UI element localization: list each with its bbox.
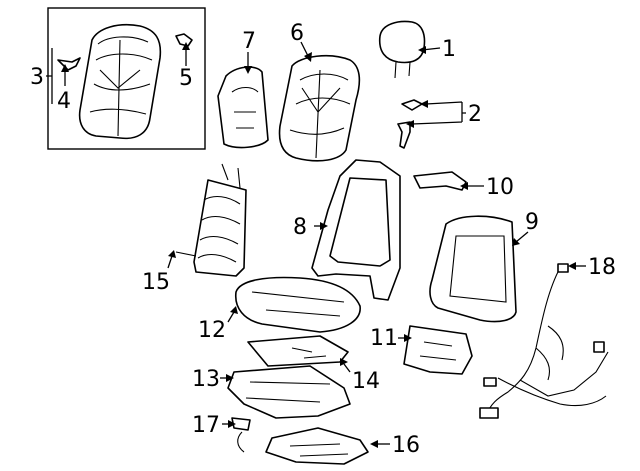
callout-13: 13	[192, 367, 220, 392]
callout-14: 14	[352, 369, 380, 394]
part-1-headrest	[378, 20, 426, 79]
callout-7: 7	[242, 29, 256, 54]
callout-5: 5	[179, 66, 193, 91]
callout-1: 1	[442, 37, 456, 62]
callout-3: 3	[30, 65, 44, 90]
part-14-pan	[247, 335, 349, 367]
callout-labels: 1 2 3 4 5 6 7 8 9 10 11 12 13 14 15 16 1…	[30, 21, 616, 458]
callout-15: 15	[142, 270, 170, 295]
part-17-clip	[231, 417, 251, 453]
part-4-clip	[57, 57, 81, 71]
part-3-back-cover-inset	[78, 24, 162, 140]
part-5-retainer	[175, 33, 193, 47]
part-8-back-frame	[311, 159, 401, 301]
callout-2: 2	[468, 102, 482, 127]
callout-16: 16	[392, 433, 420, 458]
callout-10: 10	[486, 175, 514, 200]
leaders	[46, 41, 586, 448]
part-16-track	[265, 427, 369, 465]
part-12-seat-cushion	[235, 276, 361, 333]
part-10-bracket	[413, 171, 467, 191]
part-11-cover	[403, 325, 473, 375]
part-13-seat-frame	[227, 365, 351, 419]
part-6-back-cushion	[278, 54, 361, 162]
part-18-wiring-harness	[479, 263, 609, 419]
callout-9: 9	[525, 210, 539, 235]
callout-17: 17	[192, 413, 220, 438]
part-7-back-pad	[217, 66, 269, 149]
callout-8: 8	[293, 215, 307, 240]
inset-box	[47, 7, 206, 150]
part-2-headrest-guides	[397, 99, 423, 149]
callout-12: 12	[198, 318, 226, 343]
callout-6: 6	[290, 21, 304, 46]
callout-18: 18	[588, 255, 616, 280]
part-9-back-panel	[429, 215, 517, 323]
callout-4: 4	[57, 89, 71, 114]
callout-11: 11	[370, 326, 398, 351]
part-15-lumbar	[175, 163, 247, 277]
